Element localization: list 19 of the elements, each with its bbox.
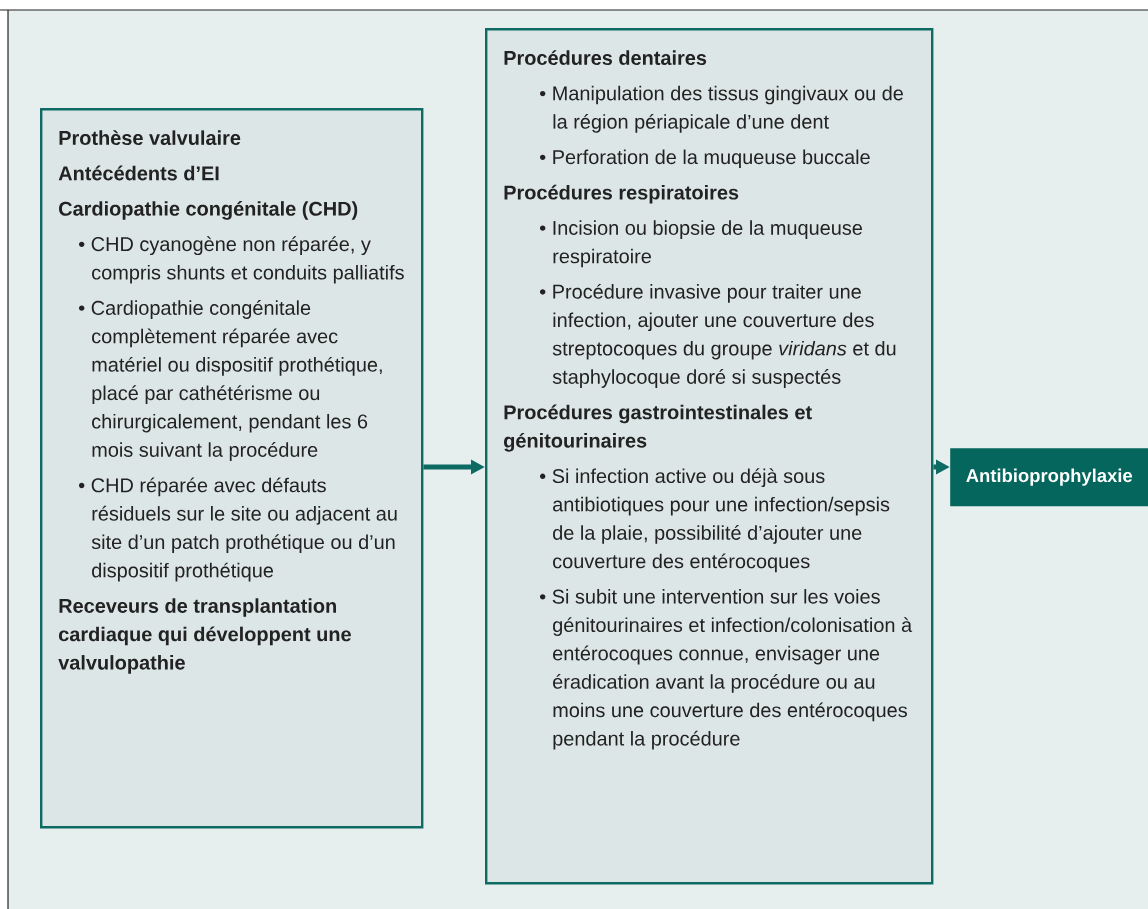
list-heading: Receveurs de transplantation cardiaque qui développent une valvulopathie [58,598,351,674]
list-heading: Procédures gastrointestinales et génitourinaires [504,404,812,452]
list-heading: Procédures respiratoires [504,184,739,204]
bullet-item: • CHD cyanogène non réparée, y compris shunts et conduits palliatifs [79,236,404,284]
outcome-box: Antibioprophylaxie [950,448,1148,507]
procedures-box [485,28,934,885]
bullet-item: • Manipulation des tissus gingivaux ou de la région périapicale d’une dent [540,85,903,133]
list-heading: Antécédents d’EI [58,165,219,181]
bullet-item: • CHD réparée avec défauts résiduels sur le site ou adjacent au site d’un patch prothétique ou d’un dispositif prothétique [79,477,397,582]
bullet-item: • Procédure invasive pour traiter une infection, ajouter une couverture des streptocoques du groupe viridans et du staphylocoque doré si suspectés [540,283,896,388]
list-heading: Procédures dentaires [504,50,707,65]
list-heading: Prothèse valvulaire [59,130,241,145]
bullet-item: • Si subit une intervention sur les voies génitourinaires et infection/colonisation à entérocoques connue, envisager une éradication avant la procédure ou au moins une couverture des entérocoques pendant la procédure [540,589,913,750]
bullet-item: • Incision ou biopsie de la muqueuse respiratoire [540,220,862,268]
bullet-item: • Si infection active ou déjà sous antibiotiques pour une infection/sepsis de la plaie, possibilité d’ajouter une couverture des entérocoques [540,468,890,573]
bullet-item: • Perforation de la muqueuse buccale [540,149,870,169]
criteria-box [40,108,424,829]
list-heading: Cardiopathie congénitale (CHD) [59,201,358,220]
bullet-item: • Cardiopathie congénitale complètement réparée avec matériel ou dispositif prothétique, placé par cathétérisme ou chirurgicalement, pendant les 6 mois suivant la procédure [79,300,382,461]
